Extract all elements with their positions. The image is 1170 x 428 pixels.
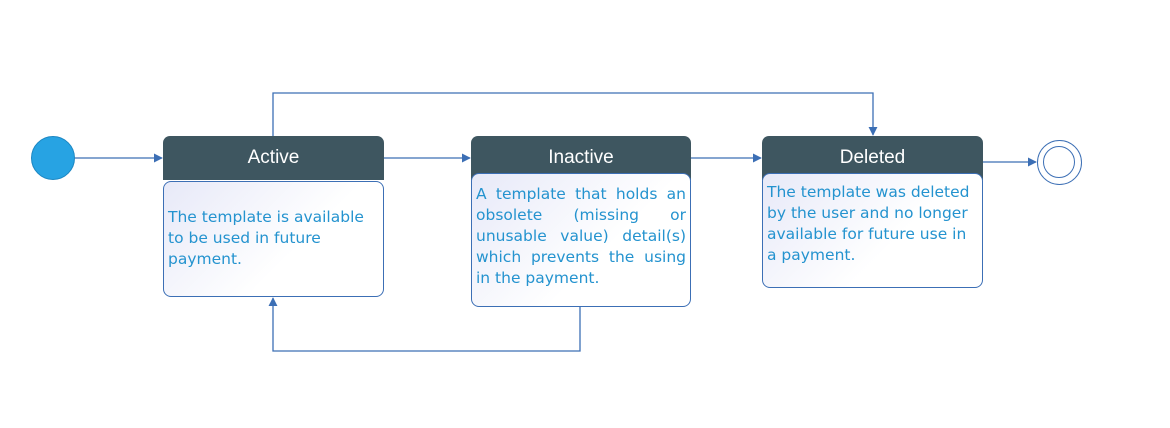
- state-active-title: Active: [163, 136, 384, 180]
- state-inactive-title: Inactive: [471, 136, 691, 180]
- initial-state-node: [31, 136, 75, 180]
- state-inactive-description: A template that holds an obsolete (missi…: [471, 173, 691, 307]
- final-state-node: [1037, 140, 1082, 185]
- state-deleted-description: The template was deleted by the user and…: [762, 173, 983, 288]
- arrow-active-to-deleted: [272, 92, 878, 136]
- state-active-description: The template is available to be used in …: [163, 181, 384, 297]
- final-state-inner-ring: [1043, 146, 1075, 178]
- state-deleted-title: Deleted: [762, 136, 983, 180]
- arrow-inactive-to-active: [268, 297, 581, 352]
